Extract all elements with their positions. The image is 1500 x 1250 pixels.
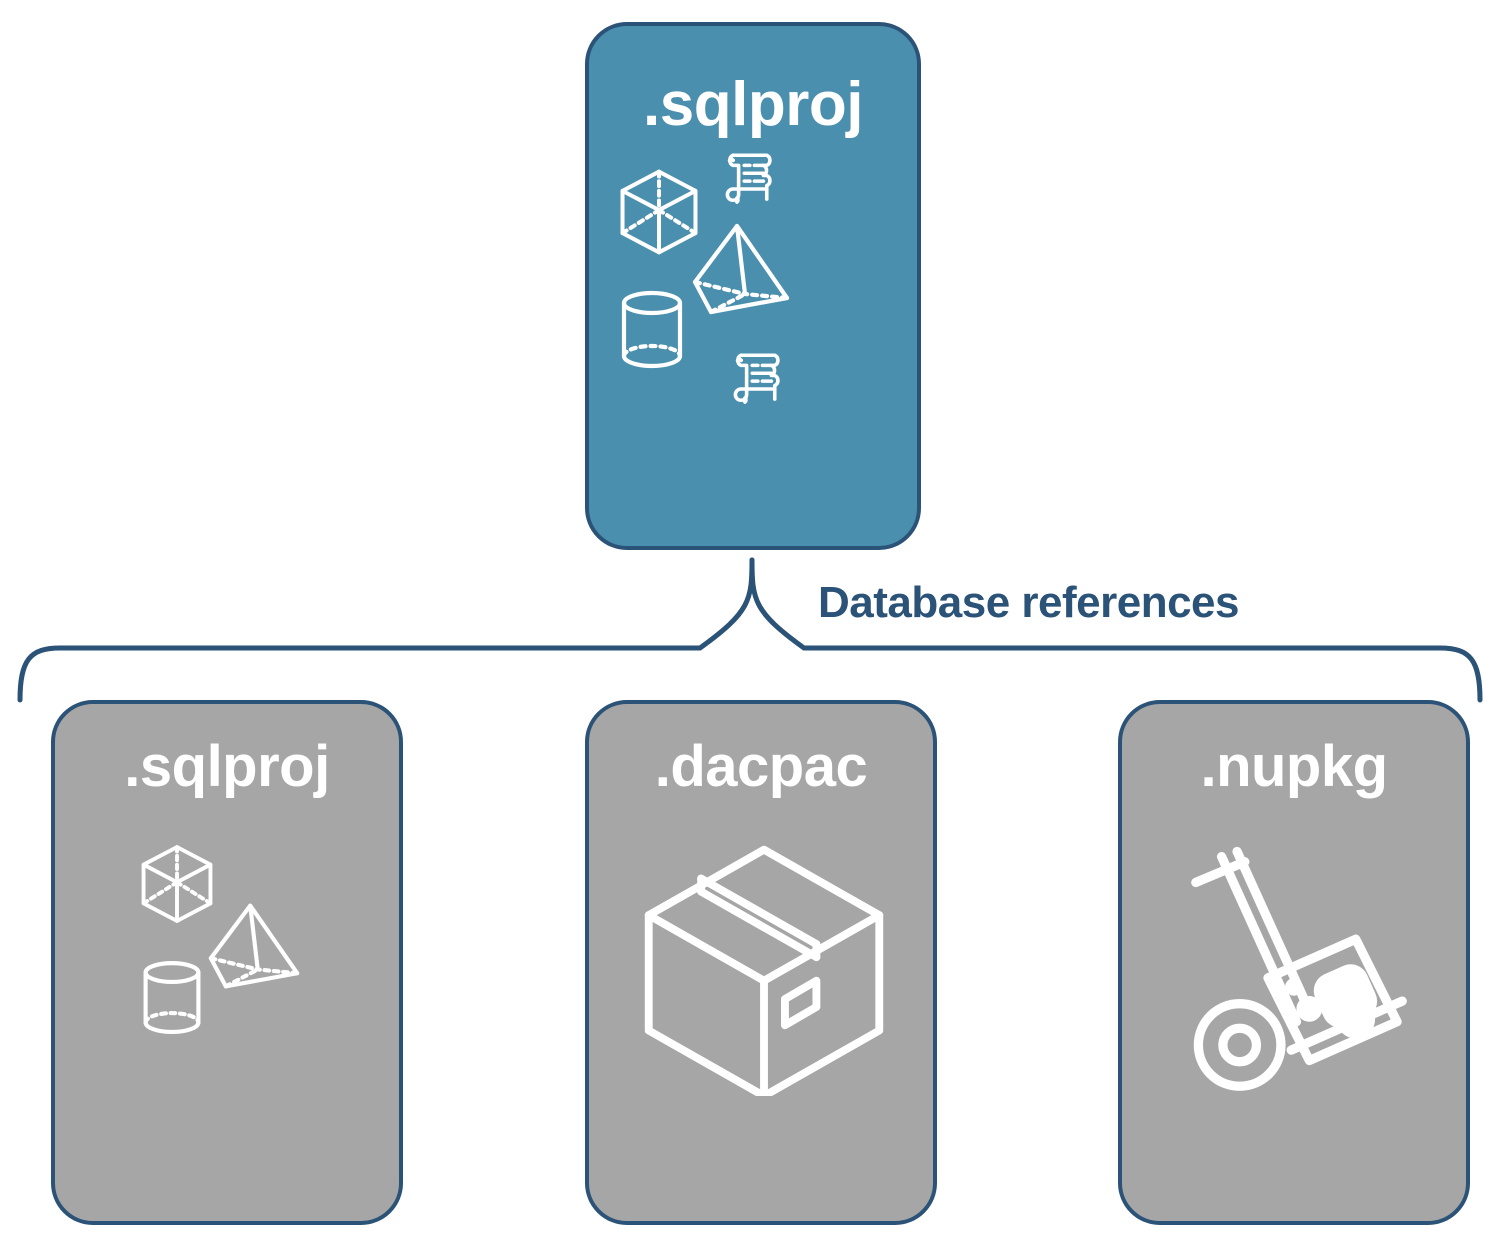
node-dacpac-reference[interactable]: .dacpac (585, 700, 937, 1225)
node-sqlproj-reference[interactable]: .sqlproj (51, 700, 403, 1225)
node-dacpac-reference-label: .dacpac (654, 734, 868, 799)
node-sqlproj-root[interactable]: .sqlproj (585, 22, 921, 550)
scroll-script-icon (725, 153, 772, 204)
node-sqlproj-root-icons (589, 136, 917, 546)
hand-truck-package-icon (1191, 846, 1407, 1091)
wireframe-cylinder-icon (621, 290, 683, 369)
wireframe-cube-icon (620, 169, 698, 255)
node-sqlproj-root-label: .sqlproj (643, 70, 863, 139)
wireframe-pyramid-icon (208, 903, 300, 989)
node-nupkg-reference-icons (1122, 796, 1466, 1221)
node-nupkg-reference-label: .nupkg (1200, 734, 1388, 799)
node-dacpac-reference-icons (589, 796, 933, 1221)
node-sqlproj-reference-icons (55, 796, 399, 1221)
connector-label-database-references: Database references (818, 578, 1239, 627)
node-sqlproj-reference-label: .sqlproj (124, 734, 330, 799)
wireframe-pyramid-icon (692, 223, 790, 315)
wireframe-cube-icon (141, 845, 213, 923)
node-nupkg-reference[interactable]: .nupkg (1118, 700, 1470, 1225)
shipping-box-icon (644, 845, 884, 1096)
scroll-script-icon (733, 353, 780, 404)
wireframe-cylinder-icon (143, 961, 201, 1035)
